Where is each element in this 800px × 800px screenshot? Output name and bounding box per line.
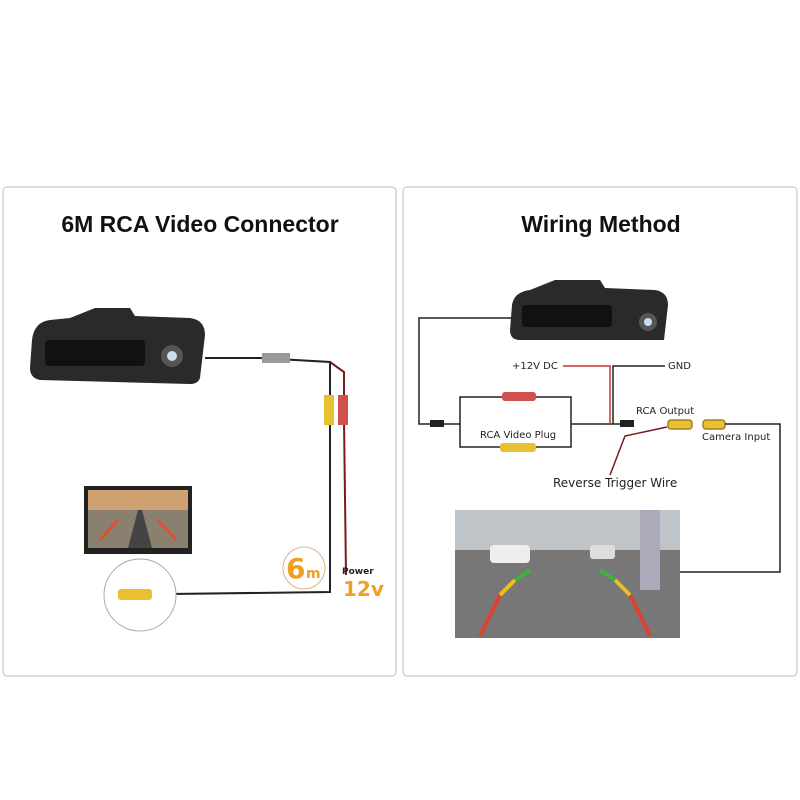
right-panel: Wiring Method +12V DC GND RCA Output Cam… xyxy=(402,186,798,677)
length-unit: m xyxy=(306,566,321,582)
camera-handle-image xyxy=(30,308,205,384)
label-rca-output: RCA Output xyxy=(636,406,694,417)
reverse-camera-view-image xyxy=(455,510,680,638)
camera-handle-image xyxy=(510,280,668,340)
left-panel-frame xyxy=(2,186,397,677)
label-camera-input: Camera Input xyxy=(702,432,770,443)
label-power: +12V DC xyxy=(512,361,558,372)
length-number: 6 xyxy=(286,552,305,585)
rca-connector-closeup xyxy=(103,558,177,632)
power-label: Power xyxy=(342,567,374,577)
power-value: 12v xyxy=(343,577,384,601)
left-panel-title: 6M RCA Video Connector xyxy=(61,211,338,237)
label-reverse-trigger: Reverse Trigger Wire xyxy=(553,476,677,490)
cable xyxy=(169,353,348,595)
label-ground: GND xyxy=(668,361,691,372)
wiring-lines xyxy=(418,317,781,573)
monitor-image xyxy=(84,486,192,554)
right-panel-title: Wiring Method xyxy=(521,211,680,237)
label-rca-video-plug: RCA Video Plug xyxy=(480,430,556,441)
length-badge: 6 m xyxy=(282,546,326,590)
left-panel: 6M RCA Video Connector 6 m xyxy=(2,186,397,677)
